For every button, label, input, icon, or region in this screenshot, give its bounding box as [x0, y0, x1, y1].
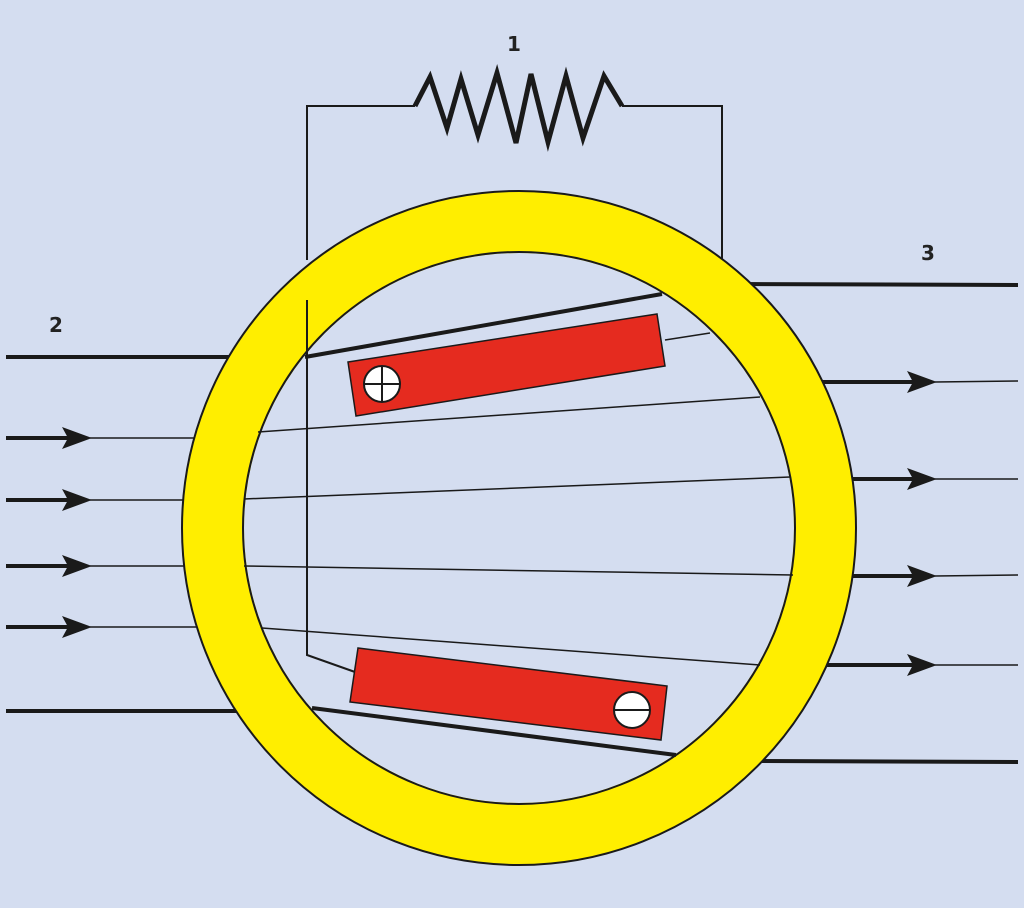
plus-icon: [363, 365, 401, 403]
arrow-icon: [845, 565, 1019, 587]
flux-boundary-bottom-inner: [311, 706, 677, 757]
circuit-wire-right: [622, 105, 723, 260]
pole-top: [347, 313, 666, 417]
arrow-icon: [6, 427, 200, 449]
yoke-ring-outer-edge: [181, 190, 857, 866]
flux-lines-inside: [243, 332, 794, 666]
arrow-icon: [6, 555, 200, 577]
label-outgoing: 3: [921, 241, 935, 265]
label-resistor: 1: [507, 32, 521, 56]
circuit-wire-inner: [306, 300, 356, 673]
arrow-icon: [845, 468, 1018, 490]
input-arrows: [6, 427, 200, 638]
yoke-ring: [182, 191, 856, 865]
arrow-icon: [815, 654, 1018, 676]
arrow-icon: [6, 489, 200, 511]
flux-boundary-top-inner: [304, 292, 663, 359]
circuit-wire-left: [306, 105, 415, 260]
arrow-icon: [810, 371, 1019, 393]
yoke-ring-inner-edge: [242, 251, 796, 805]
pole-bottom: [349, 647, 668, 741]
label-incoming: 2: [49, 313, 63, 337]
arrow-icon: [6, 616, 200, 638]
flux-boundary-top-right: [739, 282, 1019, 287]
flux-boundary-bottom-right: [749, 759, 1019, 764]
minus-icon: [613, 691, 651, 729]
output-arrows: [810, 371, 1019, 676]
resistor-zigzag: [412, 63, 625, 152]
